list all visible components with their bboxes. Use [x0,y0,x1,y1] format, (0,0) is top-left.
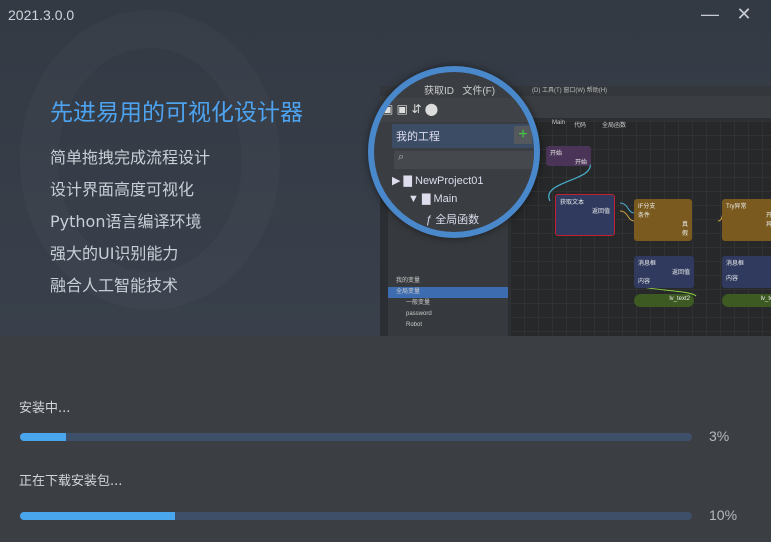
banner: 2021.3.0.0 — ✕ 先进易用的可视化设计器 简单拖拽完成流程设计 设计… [0,0,771,336]
download-progress-percent: 10% [709,507,738,523]
install-status-label: 安装中... [19,401,71,416]
project-panel-title: 我的工程 [396,131,440,143]
preview-node-msgbox: 消息框 内容 [722,256,771,288]
minimize-button[interactable]: — [701,4,719,24]
preview-variable-pill: lv_text2 [634,294,694,307]
preview-variable-pill: lv_text [722,294,771,307]
magnifier-lens: 获取ID 文件(F) ▣ ▣ ⇵ ⬤ 我的工程 + ⌕ ▶ ▇ NewProje… [368,66,540,238]
hero-title: 先进易用的可视化设计器 [50,100,303,126]
download-status-label: 正在下载安装包... [19,474,123,489]
preview-node-msgbox: 消息框返回值内容 [634,256,694,288]
close-button[interactable]: ✕ [736,4,752,24]
preview-menu: (D) 工具(T) 窗口(W) 帮助(H) [380,86,771,96]
feature-item: 简单拖拽完成流程设计 [50,148,211,167]
preview-node-try: Try异常开始异常 [722,199,771,241]
install-progress-percent: 3% [709,428,730,444]
preview-node-get-text: 获取文本返回值 [555,194,615,236]
preview-tab: 全局函数 [602,123,627,129]
feature-item: Python语言编译环境 [50,212,202,231]
preview-tab: 代码 [574,123,587,129]
progress-fill [20,433,67,441]
preview-variables-panel: 我的变量 全局变量 一般变量 password Robot [388,276,508,331]
feature-item: 强大的UI识别能力 [50,244,179,263]
preview-tab: Main [552,120,566,126]
feature-item: 设计界面高度可视化 [50,180,195,199]
preview-node-if: IF分支条件真假 [634,199,692,241]
preview-node-start: 开始开始 [546,146,591,166]
version-label: 2021.3.0.0 [8,7,75,23]
feature-item: 融合人工智能技术 [50,276,179,295]
download-progress-bar [20,512,692,520]
progress-fill [20,512,175,520]
install-progress-bar [20,433,692,441]
